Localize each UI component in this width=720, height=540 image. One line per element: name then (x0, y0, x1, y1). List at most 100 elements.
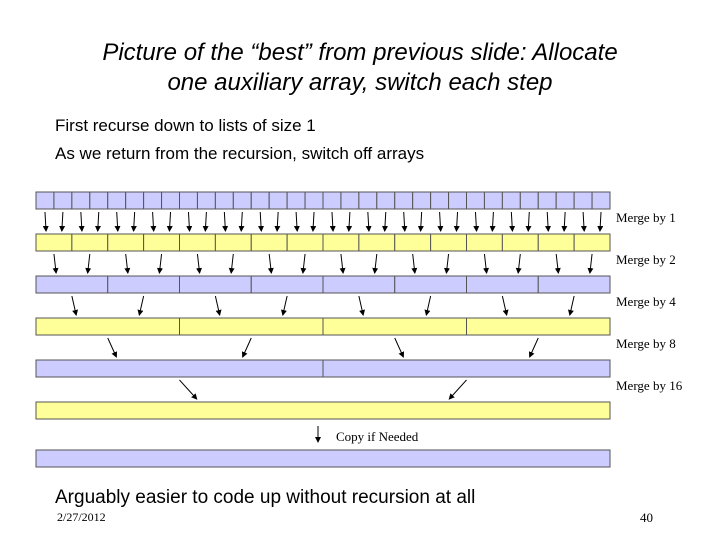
merge-arrow (545, 211, 552, 232)
merge-arrow (365, 211, 372, 232)
merge-arrow (137, 295, 145, 316)
merge-label-1: Merge by 1 (616, 210, 676, 225)
merge-arrow (293, 211, 300, 232)
merge-arrow (107, 337, 118, 358)
array-cell (340, 191, 360, 210)
merge-arrow (515, 253, 522, 274)
merge-arrow (156, 253, 163, 274)
merge-label-2: Merge by 2 (616, 252, 676, 267)
array-cell (35, 359, 324, 378)
merge-arrow (473, 211, 480, 232)
merge-arrow (274, 211, 281, 232)
arrows-merge-5 (179, 379, 467, 400)
array-cell (358, 191, 378, 210)
merge-arrow (202, 211, 209, 232)
arrows-merge-1 (42, 211, 604, 232)
merge-arrow (114, 211, 121, 232)
array-cell (35, 233, 73, 252)
merge-label-4: Merge by 8 (616, 336, 676, 351)
array-cell (71, 233, 109, 252)
merge-arrow (554, 253, 561, 274)
merge-label-5: Merge by 16 (616, 378, 683, 393)
slide-title: Picture of the “best” from previous slid… (40, 38, 680, 98)
array-cell (250, 275, 324, 294)
array-cell (232, 191, 252, 210)
merge-arrow (567, 295, 575, 316)
array-cell (519, 191, 539, 210)
array-cell (483, 191, 503, 210)
merge-arrow (238, 211, 245, 232)
array-cell (125, 191, 145, 210)
merge-arrow (381, 211, 388, 232)
array-cell (161, 191, 180, 210)
merge-arrow (280, 295, 288, 316)
array-cell (35, 401, 611, 420)
array-cell (107, 233, 145, 252)
merge-arrow (339, 253, 346, 274)
merge-arrow (71, 295, 79, 316)
merge-arrow (85, 253, 92, 274)
bullet-switch-arrays: As we return from the recursion, switch … (55, 144, 425, 163)
array-cell (412, 191, 432, 210)
merge-arrow (448, 379, 467, 400)
array-cell (179, 317, 324, 336)
array-cell (322, 233, 360, 252)
merge-arrow (489, 211, 496, 232)
merge-arrow (267, 253, 274, 274)
merge-arrow (580, 211, 587, 232)
merge-arrow (300, 253, 307, 274)
array-cell (35, 191, 55, 210)
title-line-1: Picture of the “best” from previous slid… (102, 39, 618, 66)
array-cell (448, 191, 467, 210)
merge-arrow (228, 253, 235, 274)
merge-arrow (329, 211, 336, 232)
merge-arrow (214, 295, 222, 316)
array-cell (430, 191, 450, 210)
merge-arrow (372, 253, 379, 274)
merge-arrow (222, 211, 229, 232)
merge-arrow (411, 253, 418, 274)
array-cell (394, 275, 467, 294)
merge-arrow (509, 211, 516, 232)
array-cell (466, 233, 503, 252)
array-cell (322, 191, 342, 210)
merge-arrow (528, 337, 539, 358)
array-cell (179, 275, 252, 294)
merge-arrow (42, 211, 49, 232)
bullet-recurse-down: First recurse down to lists of size 1 (55, 116, 316, 135)
merge-arrow (52, 253, 59, 274)
arrows-merge-2 (52, 253, 594, 274)
array-cell (35, 275, 109, 294)
array-cell (537, 275, 611, 294)
slide-date: 2/27/2012 (57, 510, 106, 524)
merge-arrow (437, 211, 444, 232)
array-cell (286, 233, 324, 252)
merge-arrow (525, 211, 532, 232)
merge-arrow (124, 253, 131, 274)
array-rows (35, 191, 611, 468)
merge-arrow (501, 295, 509, 316)
array-cell (322, 317, 467, 336)
merge-arrows (42, 211, 604, 443)
array-cell (286, 191, 306, 210)
array-cell (394, 191, 414, 210)
merge-arrow (394, 337, 405, 358)
array-cell (107, 275, 180, 294)
array-cell (268, 191, 288, 210)
array-cell (555, 191, 575, 210)
array-cell (179, 233, 216, 252)
array-cell (466, 191, 485, 210)
merge-arrow (358, 295, 366, 316)
array-row-1 (35, 191, 611, 210)
copy-label: Copy if Needed (336, 429, 419, 444)
array-row-7 (35, 449, 611, 468)
array-cell (591, 191, 611, 210)
page-number: 40 (640, 510, 653, 525)
merge-arrow (150, 211, 157, 232)
array-cell (250, 191, 270, 210)
bullet-no-recursion: Arguably easier to code up without recur… (55, 487, 476, 508)
array-cell (250, 233, 288, 252)
array-cell (573, 233, 611, 252)
